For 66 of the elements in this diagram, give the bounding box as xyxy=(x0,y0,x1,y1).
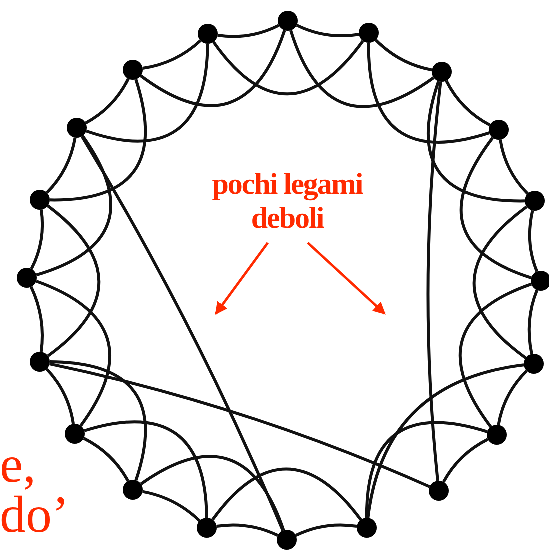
network-link xyxy=(30,286,44,352)
network-link xyxy=(142,490,201,522)
leader-arrow xyxy=(307,242,386,315)
network-link xyxy=(365,421,488,518)
network-link xyxy=(36,135,112,277)
network-node xyxy=(17,268,37,288)
network-link xyxy=(367,42,490,144)
network-link xyxy=(212,468,362,521)
network-link xyxy=(83,437,130,482)
network-link xyxy=(142,40,202,70)
network-node xyxy=(487,425,507,445)
annotation-text: pochi legami deboli xyxy=(185,168,390,236)
network-node xyxy=(277,530,297,550)
network-link xyxy=(140,30,286,108)
network-node xyxy=(65,424,85,444)
network-link xyxy=(459,282,532,428)
network-node xyxy=(489,120,509,140)
network-link xyxy=(140,455,286,532)
network-link xyxy=(216,524,279,537)
network-node xyxy=(429,481,449,501)
network-node xyxy=(525,191,545,211)
network-link xyxy=(366,364,524,518)
network-link xyxy=(80,136,284,532)
network-node xyxy=(123,60,143,80)
network-link xyxy=(426,82,442,482)
network-link xyxy=(460,137,532,280)
network-link xyxy=(290,30,435,108)
network-node xyxy=(432,62,452,82)
network-link xyxy=(85,78,130,125)
network-link xyxy=(528,210,539,272)
leader-arrow xyxy=(215,242,269,315)
network-node xyxy=(524,354,544,374)
network-node xyxy=(531,271,549,291)
network-link xyxy=(84,420,208,518)
network-node xyxy=(30,190,50,210)
network-link xyxy=(472,206,528,360)
network-link xyxy=(499,140,529,195)
network-link xyxy=(296,24,360,38)
network-link xyxy=(528,290,539,354)
network-link xyxy=(46,138,77,194)
network-link xyxy=(374,39,432,72)
network-node xyxy=(67,118,87,138)
network-link xyxy=(49,362,430,488)
slide-text-fragment: e, xyxy=(0,440,36,492)
network-link xyxy=(497,370,528,426)
network-link xyxy=(212,40,364,96)
network-link xyxy=(30,210,44,270)
network-link xyxy=(47,204,101,358)
network-link xyxy=(295,524,358,537)
network-link xyxy=(36,280,112,427)
network-node xyxy=(198,24,218,44)
network-node xyxy=(123,480,143,500)
network-link xyxy=(86,44,210,143)
network-node xyxy=(278,11,298,31)
slide-text-fragment: do’ xyxy=(0,490,70,542)
network-link xyxy=(50,79,148,202)
network-link xyxy=(46,368,76,424)
network-node xyxy=(359,23,379,43)
network-link xyxy=(218,24,280,38)
network-link xyxy=(50,360,148,481)
network-node xyxy=(357,518,377,538)
network-link xyxy=(442,438,489,483)
network-node xyxy=(197,518,217,538)
network-node xyxy=(30,352,50,372)
network-link xyxy=(427,81,526,203)
network-link xyxy=(445,80,491,127)
